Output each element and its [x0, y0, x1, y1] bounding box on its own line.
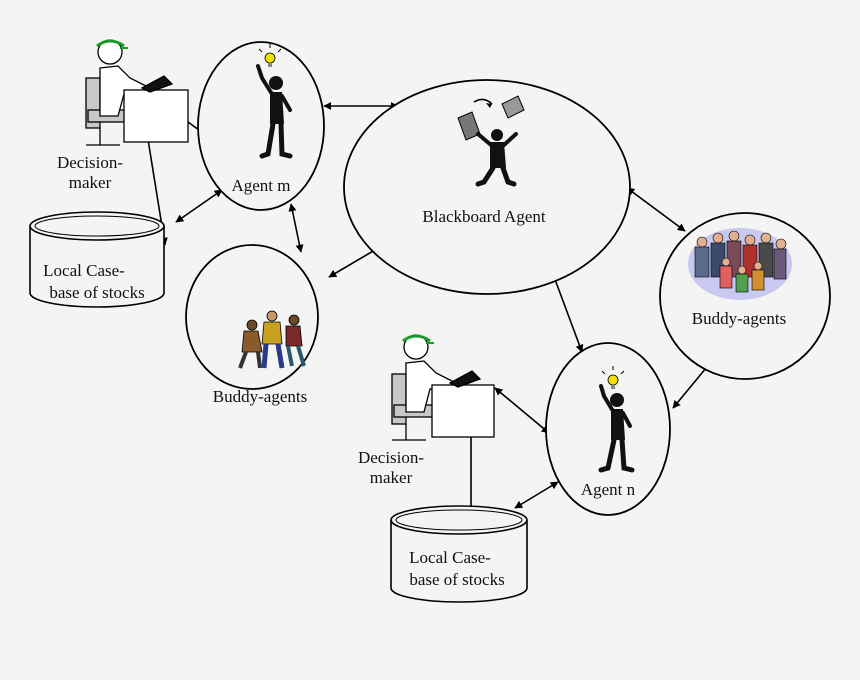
database-bottom-label-line1: Local Case- — [409, 548, 491, 567]
blackboard-juggler-icon — [457, 95, 525, 187]
database-top-label-line1: Local Case- — [43, 261, 125, 280]
agent-n-label: Agent n — [581, 480, 636, 499]
decision-maker-bottom-label-line2: maker — [370, 468, 413, 487]
agent-n-node — [545, 342, 671, 516]
agent-m-figure-icon — [256, 44, 293, 159]
arrow-buddy-left-blackboard — [328, 246, 381, 278]
database-top-label-line2: base of stocks — [49, 283, 144, 302]
database-bottom-label-line2: base of stocks — [409, 570, 504, 589]
buddy-agents-right-label: Buddy-agents — [692, 309, 786, 328]
decision-maker-bottom-icon — [391, 334, 495, 441]
arrow-agent-m-buddy-left — [288, 203, 304, 253]
labels: Agent m Agent n Blackboard Agent Buddy-a… — [43, 153, 786, 589]
database-top-icon — [29, 211, 165, 308]
decision-maker-top-icon — [85, 39, 189, 146]
blackboard-agent-node — [343, 79, 631, 295]
arrow-agent-m-db-top — [175, 189, 223, 223]
agent-m-node — [197, 41, 325, 211]
decision-maker-top-label-line2: maker — [69, 173, 112, 192]
arrow-dm-bottom-agent-n — [494, 387, 550, 434]
decision-maker-top-label-line1: Decision- — [57, 153, 123, 172]
decision-maker-bottom-label-line1: Decision- — [358, 448, 424, 467]
buddy-agents-left-node — [185, 244, 319, 390]
arrow-blackboard-buddy-right — [626, 187, 686, 232]
buddy-agents-left-label: Buddy-agents — [213, 387, 307, 406]
buddy-agents-right-crowd-icon — [688, 228, 792, 300]
arrow-db-bottom-agent-n — [514, 481, 559, 509]
buddy-agents-left-group-icon — [238, 310, 306, 369]
agent-m-label: Agent m — [231, 176, 290, 195]
agent-n-figure-icon — [598, 366, 635, 473]
blackboard-agent-label: Blackboard Agent — [422, 207, 545, 226]
database-bottom-icon — [390, 505, 528, 603]
